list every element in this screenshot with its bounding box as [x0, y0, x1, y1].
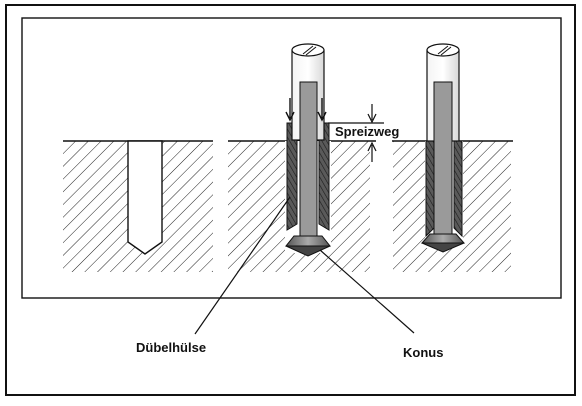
sleeve-right-wall-2	[318, 122, 330, 231]
konus-label: Konus	[403, 345, 443, 360]
duebelhuelse-label: Dübelhülse	[136, 340, 206, 355]
panel-setting-anchor	[228, 43, 376, 272]
spreizweg-dimension: Spreizweg	[328, 104, 399, 162]
spreizweg-label: Spreizweg	[335, 124, 399, 139]
inner-rod-3	[433, 81, 453, 243]
inner-border	[21, 17, 562, 299]
panel-set-anchor	[392, 43, 513, 272]
dim-arrowhead-bottom	[367, 141, 377, 152]
sleeve-right-wall-3	[453, 140, 463, 238]
drilled-hole	[127, 140, 163, 255]
bolt-top-mark-2	[302, 45, 317, 56]
leader-konus	[319, 249, 415, 334]
cone-3	[420, 233, 466, 244]
cone-tip-3	[421, 242, 465, 253]
leader-duebelhuelse	[194, 196, 291, 335]
cone-2	[284, 235, 332, 247]
dim-arrowhead-top	[367, 113, 377, 124]
spreizweg-label-bg	[334, 124, 388, 139]
bolt-top-mark-3	[437, 45, 452, 56]
sleeve-left-wall-3	[425, 140, 435, 238]
inner-rod-2	[299, 81, 318, 248]
panel-drilled-hole	[63, 140, 213, 272]
outer-border	[5, 4, 576, 396]
down-arrow-left	[285, 98, 295, 122]
cone-tip-2	[285, 245, 331, 257]
down-arrow-right	[317, 98, 327, 122]
